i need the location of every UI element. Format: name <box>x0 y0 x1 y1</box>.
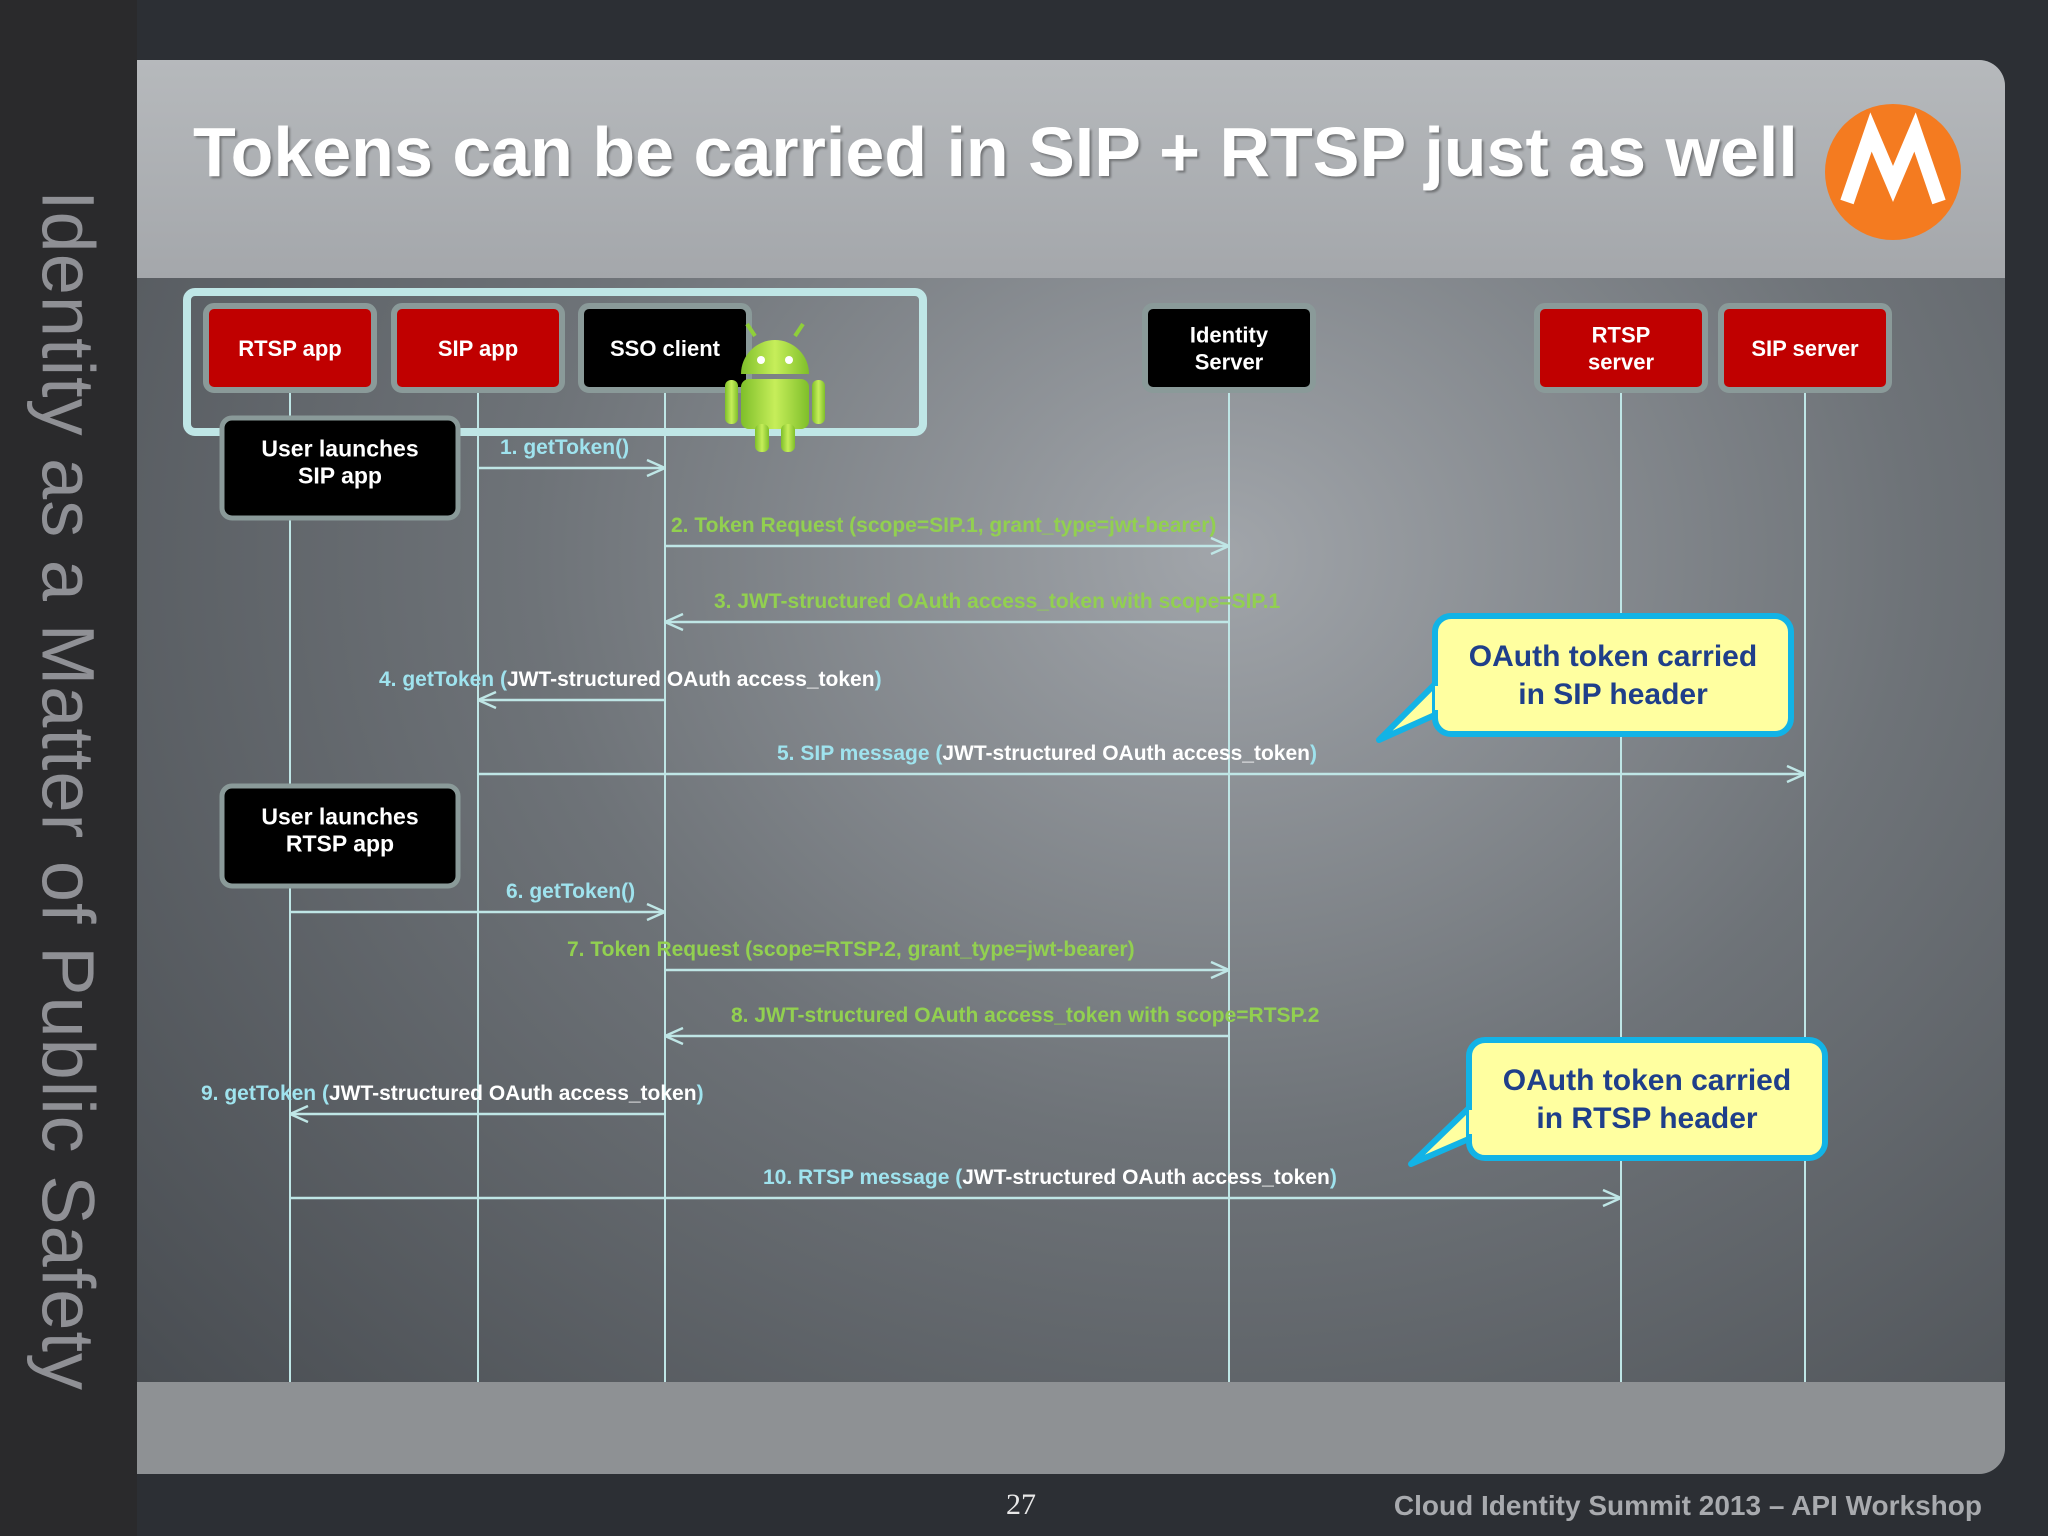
slide-title: Tokens can be carried in SIP + RTSP just… <box>193 113 1798 191</box>
message-label: 7. Token Request (scope=RTSP.2, grant_ty… <box>567 938 1135 961</box>
message-label: 6. getToken() <box>506 880 635 903</box>
message-10: 10. RTSP message (JWT-structured OAuth a… <box>290 1166 1621 1198</box>
message-label: 5. SIP message (JWT-structured OAuth acc… <box>777 742 1317 765</box>
message-1: 1. getToken() <box>478 436 665 468</box>
message-9: 9. getToken (JWT-structured OAuth access… <box>201 1082 704 1114</box>
message-label: 8. JWT-structured OAuth access_token wit… <box>731 1004 1319 1027</box>
message-4: 4. getToken (JWT-structured OAuth access… <box>379 668 882 700</box>
message-3: 3. JWT-structured OAuth access_token wit… <box>665 590 1281 622</box>
participant-label: SSO client <box>610 336 721 361</box>
participant-label: RTSP app <box>238 336 342 361</box>
android-robot-icon <box>725 322 825 452</box>
slide: Tokens can be carried in SIP + RTSP just… <box>137 60 2005 1474</box>
message-5: 5. SIP message (JWT-structured OAuth acc… <box>478 742 1805 774</box>
slide-footer-band <box>137 1382 2005 1474</box>
device-group-frame <box>183 288 927 436</box>
sidebar-title: Identity as a Matter of Public Safety <box>26 190 110 1392</box>
message-label: 10. RTSP message (JWT-structured OAuth a… <box>763 1166 1337 1189</box>
event-footer: Cloud Identity Summit 2013 – API Worksho… <box>1393 1490 1982 1521</box>
message-label: 1. getToken() <box>500 436 629 459</box>
message-label: 2. Token Request (scope=SIP.1, grant_typ… <box>671 514 1216 537</box>
message-label: 4. getToken (JWT-structured OAuth access… <box>379 668 882 691</box>
message-label: 3. JWT-structured OAuth access_token wit… <box>714 590 1281 613</box>
participant-sso-client: SSO client <box>578 303 752 393</box>
message-6: 6. getToken() <box>290 880 665 912</box>
message-label: 9. getToken (JWT-structured OAuth access… <box>201 1082 704 1105</box>
page-number: 27 <box>1006 1488 1036 1521</box>
message-7: 7. Token Request (scope=RTSP.2, grant_ty… <box>567 938 1229 970</box>
message-8: 8. JWT-structured OAuth access_token wit… <box>665 1004 1319 1036</box>
slide-header: Tokens can be carried in SIP + RTSP just… <box>137 60 2005 278</box>
participant-rtsp-app: RTSP app <box>203 303 377 393</box>
participant-label: SIP app <box>438 336 518 361</box>
participant-sip-server: SIP server <box>1718 303 1892 393</box>
participant-label: SIP server <box>1751 336 1859 361</box>
motorola-logo-icon <box>1825 104 1961 240</box>
participant-sip-app: SIP app <box>391 303 565 393</box>
message-2: 2. Token Request (scope=SIP.1, grant_typ… <box>665 514 1229 546</box>
sidebar: Identity as a Matter of Public Safety <box>0 0 137 1536</box>
